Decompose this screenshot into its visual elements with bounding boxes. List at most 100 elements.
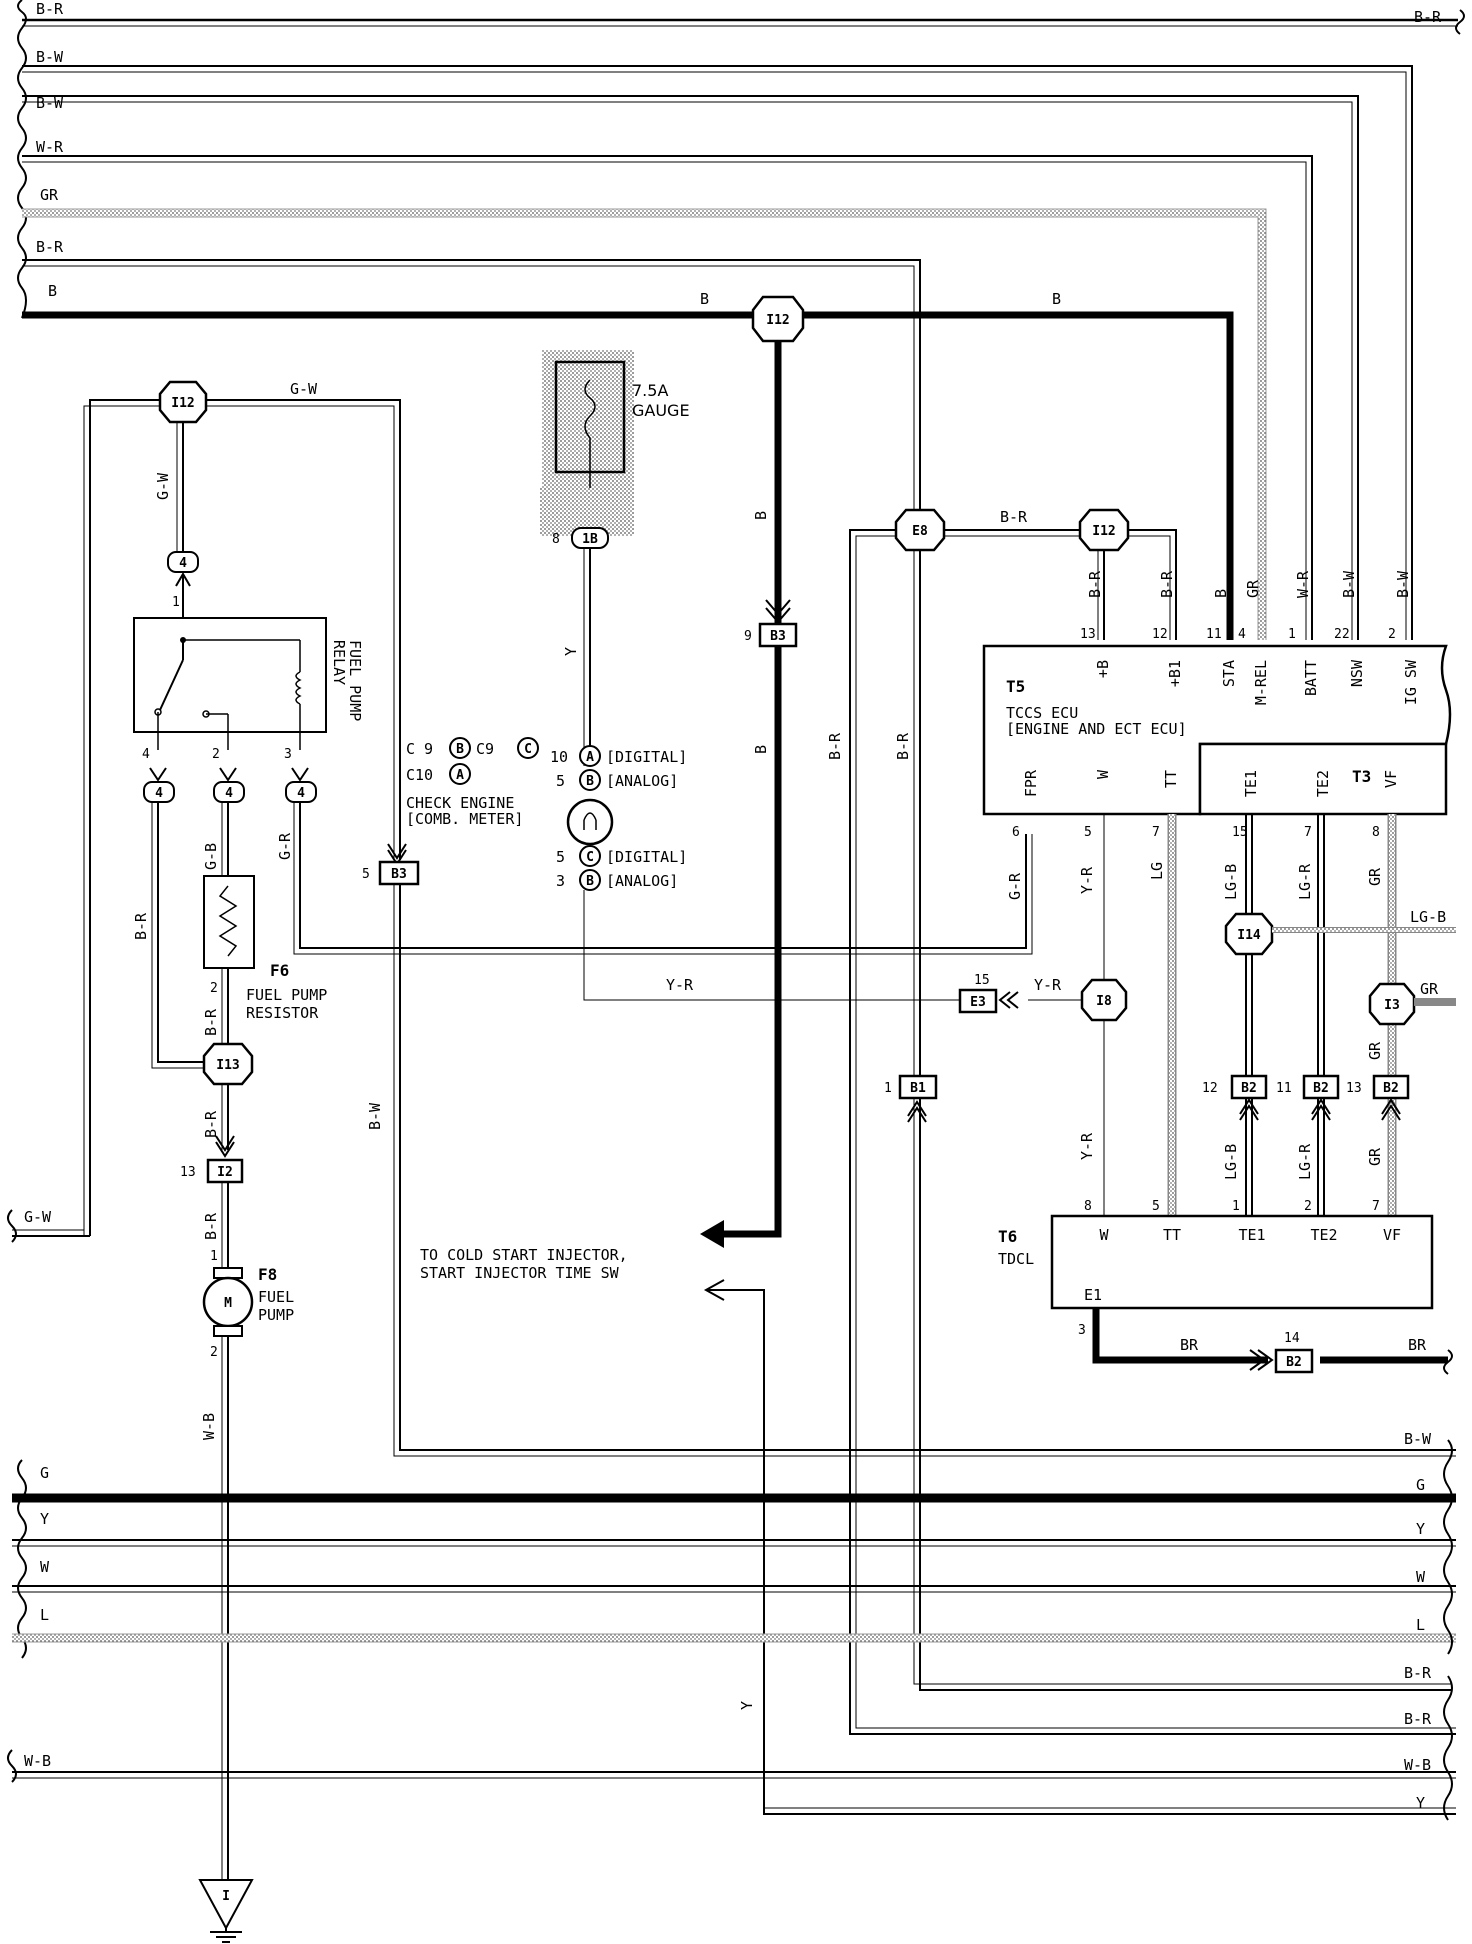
- b3-left-pin: 5: [362, 867, 370, 882]
- label-b-r-right: B-R: [1414, 8, 1442, 26]
- wire-fuse-y: [583, 548, 591, 766]
- label-b-r-2: B-R: [36, 238, 64, 256]
- ecu-t5-body: [982, 644, 1452, 816]
- b2-a-pin: 12: [1202, 1081, 1218, 1096]
- tdcl-br-right: BR: [1408, 1336, 1427, 1354]
- b-main-wire: [22, 311, 1234, 640]
- svg-text:B2: B2: [1241, 1081, 1257, 1096]
- svg-text:E3: E3: [970, 995, 986, 1010]
- resistor-name-2: RESISTOR: [246, 1004, 319, 1022]
- connector-b1: B1: [898, 1074, 938, 1100]
- junction-i12-ecu: I12: [1078, 508, 1130, 552]
- resistor-id: F6: [270, 961, 289, 980]
- bottom-right-br2: B-R: [1404, 1710, 1432, 1728]
- meter-c9-b: B: [449, 737, 471, 759]
- fuel-pump-motor: M: [202, 1267, 254, 1337]
- relay-pin-2: 2: [212, 747, 220, 762]
- svg-text:4: 4: [297, 786, 305, 801]
- wire-y-annotation: [708, 1289, 1456, 1815]
- meter-pin-5a: B: [579, 769, 601, 791]
- junction-e8: E8: [894, 508, 946, 552]
- label-lg-b-h: LG-B: [1410, 908, 1446, 926]
- i2-pin: 13: [180, 1165, 196, 1180]
- meter-pin-3-type: [ANALOG]: [606, 872, 678, 890]
- label-b-r-v2: B-R: [894, 732, 912, 760]
- label-b-v2: B: [752, 745, 770, 754]
- svg-text:B1: B1: [910, 1081, 926, 1096]
- svg-text:4: 4: [179, 556, 187, 571]
- meter-pin-5b: C: [579, 845, 601, 867]
- label-y-r-h2: Y-R: [1034, 976, 1062, 994]
- resistor-name-1: FUEL PUMP: [246, 986, 327, 1004]
- fuse-pin: 8: [552, 532, 560, 547]
- junction-i3: I3: [1368, 982, 1416, 1026]
- svg-text:M: M: [224, 1296, 232, 1311]
- svg-text:I12: I12: [171, 396, 194, 411]
- svg-text:E8: E8: [912, 524, 928, 539]
- gr-wire: [22, 208, 1267, 640]
- wire-relay-gb: [221, 802, 229, 876]
- tdcl-e1-pin: 3: [1078, 1323, 1086, 1338]
- wire-ecu-te1: [1245, 814, 1253, 1216]
- svg-text:I8: I8: [1096, 994, 1112, 1009]
- svg-text:C: C: [586, 850, 594, 865]
- bottom-bus-wires: [12, 1493, 1456, 1779]
- label-y-v: Y: [562, 647, 580, 656]
- bottom-right-bw: B-W: [1404, 1430, 1432, 1448]
- bottom-left-y: Y: [40, 1510, 49, 1528]
- label-b-r-i13b: B-R: [202, 1110, 220, 1138]
- gauge-fuse: 1B: [540, 350, 634, 549]
- b1-pin: 1: [884, 1081, 892, 1096]
- ecu-pin-label: BATT: [1302, 660, 1320, 696]
- ecu-pin-num: 5: [1084, 825, 1092, 840]
- wire-b3-bw: [393, 884, 1456, 1457]
- meter-name-2: [COMB. METER]: [406, 810, 523, 828]
- ecu-pin-label: FPR: [1022, 769, 1040, 797]
- junction-i12-top: I12: [751, 295, 805, 343]
- junction-i12-left: I12: [158, 380, 208, 424]
- ecu-pin-num: 7: [1304, 825, 1312, 840]
- fuse-name: GAUGE: [632, 401, 690, 420]
- relay-top-connector: 4: [167, 551, 199, 573]
- relay-pin-4: 4: [142, 747, 150, 762]
- label-b-v1: B: [752, 511, 770, 520]
- meter-c10-a: A: [449, 763, 471, 785]
- label-gr: GR: [40, 186, 59, 204]
- relay-conn-4: 4: [143, 767, 175, 803]
- label-b-w-v: B-W: [366, 1102, 384, 1130]
- ecu-pin-label: IG SW: [1402, 659, 1420, 705]
- bottom-right-g: G: [1416, 1476, 1425, 1494]
- junction-i13: I13: [202, 1042, 254, 1086]
- ecu-pin-wire: B: [1212, 589, 1230, 598]
- ecu-sub-id: T3: [1352, 767, 1371, 786]
- label-g-r-fpr: G-R: [1006, 872, 1024, 900]
- b3-top-pin: 9: [744, 629, 752, 644]
- svg-text:I2: I2: [217, 1165, 233, 1180]
- connector-b2-d: B2: [1274, 1348, 1314, 1374]
- ecu-pin-num: 11: [1206, 627, 1222, 642]
- ecu-pin-wire: B-R: [1086, 570, 1104, 598]
- label-lg-b-1: LG-B: [1222, 864, 1240, 900]
- svg-text:B2: B2: [1313, 1081, 1329, 1096]
- connector-i2: I2: [206, 1158, 244, 1184]
- wire-meter-yr: [583, 890, 974, 1001]
- meter-pin-10-type: [DIGITAL]: [606, 748, 687, 766]
- svg-text:A: A: [586, 750, 594, 765]
- svg-text:B: B: [586, 874, 594, 889]
- svg-text:B3: B3: [770, 629, 786, 644]
- b2-c-pin: 13: [1346, 1081, 1362, 1096]
- svg-text:B3: B3: [391, 867, 407, 882]
- tdcl-pin-num: 7: [1372, 1199, 1380, 1214]
- bottom-right-y2: Y: [1416, 1794, 1425, 1812]
- svg-text:B2: B2: [1383, 1081, 1399, 1096]
- connector-b2-b: B2: [1302, 1074, 1340, 1100]
- b2-b-pin: 11: [1276, 1081, 1292, 1096]
- ecu-pin-num: 15: [1232, 825, 1248, 840]
- fuel-pump-relay: [133, 617, 327, 750]
- annotation-line-2: START INJECTOR TIME SW: [420, 1264, 620, 1282]
- relay-pin-3: 3: [284, 747, 292, 762]
- ecu-pin-num: 1: [1288, 627, 1296, 642]
- relay-conn-2: 4: [213, 767, 245, 803]
- ecu-top-pins: 13+BB-R12+B1B-R11STAB4M-RELGR1BATTW-R22N…: [1080, 570, 1420, 705]
